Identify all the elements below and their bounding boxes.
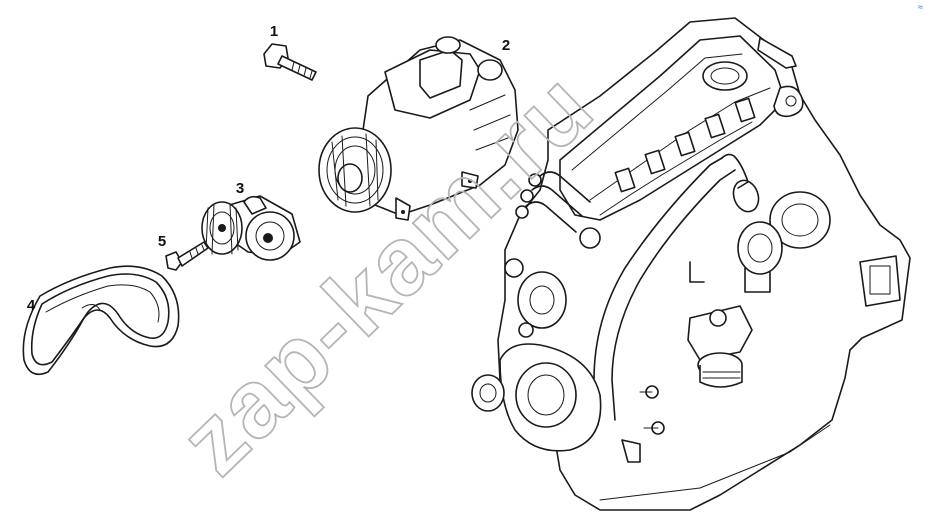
- ac-compressor: [318, 36, 519, 221]
- front-idler: [504, 227, 601, 338]
- callout-4: 4: [27, 297, 36, 314]
- callout-1: 1: [270, 23, 278, 40]
- callout-labels: 1 2 3 4 5: [27, 23, 510, 314]
- drive-belt: [22, 265, 180, 376]
- fuel-filter: [687, 305, 753, 388]
- bolt-1: [263, 43, 317, 81]
- corner-mark: ≈: [918, 2, 923, 12]
- callout-3: 3: [236, 180, 244, 197]
- engine-block: [471, 17, 911, 511]
- turbocharger: [737, 191, 831, 293]
- bolt-5: [165, 241, 209, 271]
- crankshaft-pulley: [471, 343, 602, 452]
- tensioner-pulley: [201, 195, 301, 261]
- injector-row: [599, 97, 756, 216]
- callout-5: 5: [158, 233, 166, 250]
- callout-2: 2: [502, 37, 510, 54]
